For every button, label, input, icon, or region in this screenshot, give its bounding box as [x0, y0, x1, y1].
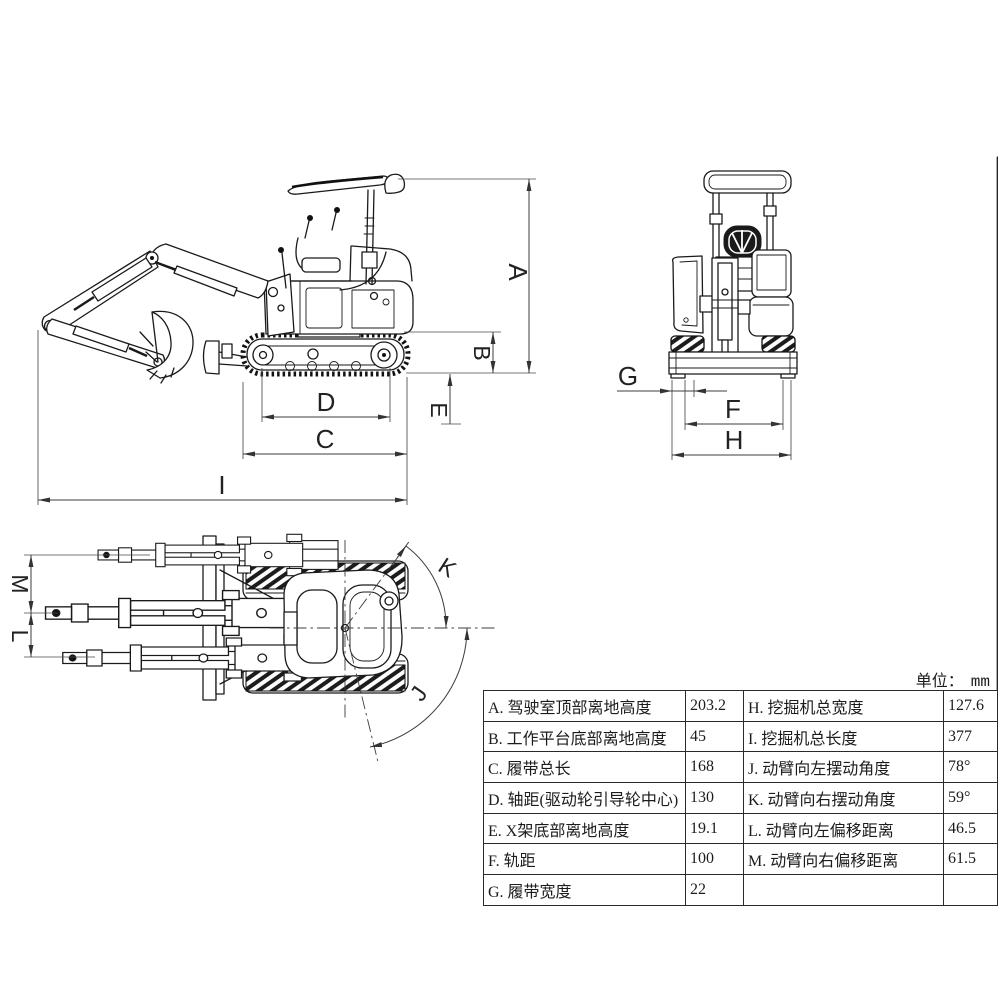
spec-value-cell: 46.5 [943, 812, 998, 845]
spec-value-cell: 168 [685, 751, 744, 784]
dim-label-e: E [426, 402, 452, 417]
side-seat [278, 207, 341, 289]
spec-label-cell: C. 履带总长 [483, 751, 686, 784]
spec-value-cell: 127.6 [943, 690, 998, 722]
spec-label-cell [743, 874, 944, 906]
spec-label-cell: K. 动臂向右摆动角度 [743, 782, 944, 814]
swing-arc-j [369, 627, 470, 748]
spec-value-cell: 377 [943, 720, 998, 753]
side-blade [202, 340, 248, 375]
spec-label-cell: I. 挖掘机总长度 [743, 720, 944, 753]
dim-label-a: A [503, 263, 533, 281]
spec-value-cell: 203.2 [685, 690, 744, 722]
dim-label-f: F [725, 394, 741, 424]
spec-label-cell: B. 工作平台底部离地高度 [483, 720, 686, 753]
top-view: M L K J [7, 533, 497, 763]
dim-label-h: H [725, 425, 744, 455]
front-body [671, 249, 794, 337]
dim-label-c: C [316, 424, 335, 454]
spec-value-cell: 45 [685, 720, 744, 753]
spec-label-cell: G. 履带宽度 [483, 874, 686, 906]
side-body [263, 245, 414, 337]
dim-label-g: G [618, 361, 638, 391]
spec-label-cell: F. 轨距 [483, 843, 686, 876]
front-view-dimensions: G F H [617, 361, 792, 460]
spec-label-cell: H. 挖掘机总宽度 [743, 690, 944, 722]
spec-label-cell: D. 轴距(驱动轮引导轮中心) [483, 782, 686, 814]
spec-row: C. 履带总长 168 J. 动臂向左摆动角度 78° [483, 751, 998, 784]
dim-label-j: J [404, 681, 432, 705]
dim-label-i: I [218, 470, 225, 500]
spec-value-cell [943, 874, 998, 906]
spec-value-cell: 100 [685, 843, 744, 876]
spec-table: A. 驾驶室顶部离地高度 203.2 H. 挖掘机总宽度 127.6 B. 工作… [483, 690, 998, 906]
spec-label-cell: J. 动臂向左摆动角度 [743, 751, 944, 784]
spec-row: D. 轴距(驱动轮引导轮中心) 130 K. 动臂向右摆动角度 59° [483, 782, 998, 814]
spec-label-cell: A. 驾驶室顶部离地高度 [483, 690, 686, 722]
spec-label-cell: E. X架底部离地高度 [483, 812, 686, 845]
front-view: G F H [617, 170, 798, 460]
spec-value-cell: 130 [685, 782, 744, 814]
side-boom [41, 243, 269, 384]
front-canopy [703, 170, 792, 259]
side-view-machine [41, 173, 414, 384]
unit-label: 单位： [915, 673, 964, 690]
dim-label-d: D [317, 387, 336, 417]
spec-row: E. X架底部离地高度 19.1 L. 动臂向左偏移距离 46.5 [483, 812, 998, 845]
spec-value-cell: 78° [943, 751, 998, 784]
side-view-dimensions: A B E D C I [37, 178, 536, 505]
dim-label-b: B [469, 345, 495, 360]
spec-label-cell: L. 动臂向左偏移距离 [743, 812, 944, 845]
spec-row: B. 工作平台底部离地高度 45 I. 挖掘机总长度 377 [483, 720, 998, 753]
spec-row: A. 驾驶室顶部离地高度 203.2 H. 挖掘机总宽度 127.6 [483, 690, 998, 722]
dim-label-l: L [7, 630, 33, 643]
spec-value-cell: 59° [943, 782, 998, 814]
side-view: A B E D C I [37, 173, 536, 505]
spec-row: G. 履带宽度 22 [483, 874, 998, 906]
dim-label-k: K [434, 552, 462, 583]
side-track [240, 327, 411, 377]
front-view-machine [668, 170, 798, 379]
swing-arc-k [405, 545, 449, 629]
top-body [283, 569, 403, 679]
spec-label-cell: M. 动臂向右偏移距离 [743, 843, 944, 876]
spec-value-cell: 61.5 [943, 843, 998, 876]
spec-row: F. 轨距 100 M. 动臂向右偏移距离 61.5 [483, 843, 998, 876]
unit-caption: 单位： mm [690, 667, 990, 691]
spec-value-cell: 22 [685, 874, 744, 906]
unit-value: mm [970, 673, 990, 691]
top-view-dimensions: M L K J [7, 538, 497, 763]
front-undercarriage [668, 335, 798, 379]
top-view-machine [44, 533, 409, 701]
dim-label-m: M [7, 574, 33, 593]
spec-value-cell: 19.1 [685, 812, 744, 845]
